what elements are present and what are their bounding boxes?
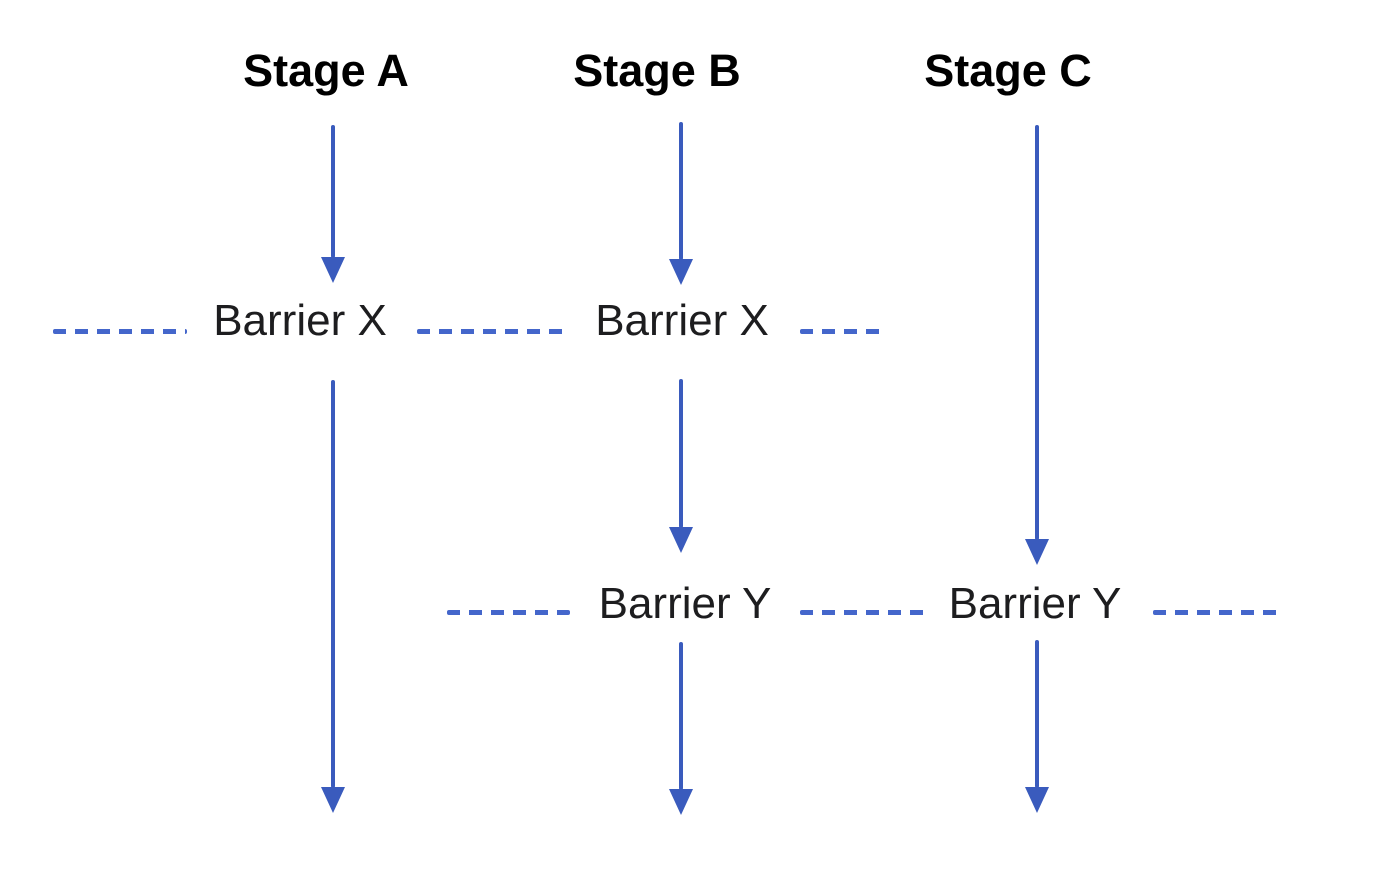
barrier-x-label-2: Barrier X xyxy=(595,296,769,345)
stage-b-arrow-line-3 xyxy=(679,642,683,790)
stage-a-arrowhead-1-icon xyxy=(321,257,345,283)
stage-b-arrowhead-1-icon xyxy=(669,259,693,285)
stage-b-arrow-line-1 xyxy=(679,122,683,260)
barrier-y-dash-segment-3 xyxy=(1153,610,1281,615)
stage-b-arrow-line-2 xyxy=(679,379,683,528)
barrier-x-label-1: Barrier X xyxy=(213,296,387,345)
barrier-x-dash-segment-3 xyxy=(800,329,884,334)
stage-b-arrowhead-3-icon xyxy=(669,789,693,815)
barrier-y-label-2: Barrier Y xyxy=(948,579,1122,628)
stage-c-heading: Stage C xyxy=(924,45,1092,96)
barrier-y-dash-segment-1 xyxy=(447,610,570,615)
barrier-x-dash-segment-1 xyxy=(53,329,187,334)
stage-a-heading: Stage A xyxy=(243,45,409,96)
stage-b-arrowhead-2-icon xyxy=(669,527,693,553)
stage-c-arrowhead-2-icon xyxy=(1025,787,1049,813)
barrier-y-dash-segment-2 xyxy=(800,610,925,615)
stage-c-arrow-line-2 xyxy=(1035,640,1039,788)
stage-a-arrow-line-2 xyxy=(331,380,335,788)
stage-a-arrowhead-2-icon xyxy=(321,787,345,813)
stage-a-arrow-line-1 xyxy=(331,125,335,258)
stage-b-heading: Stage B xyxy=(573,45,741,96)
barrier-y-label-1: Barrier Y xyxy=(598,579,772,628)
stage-c-arrowhead-1-icon xyxy=(1025,539,1049,565)
barrier-x-dash-segment-2 xyxy=(417,329,567,334)
stage-c-arrow-line-1 xyxy=(1035,125,1039,540)
